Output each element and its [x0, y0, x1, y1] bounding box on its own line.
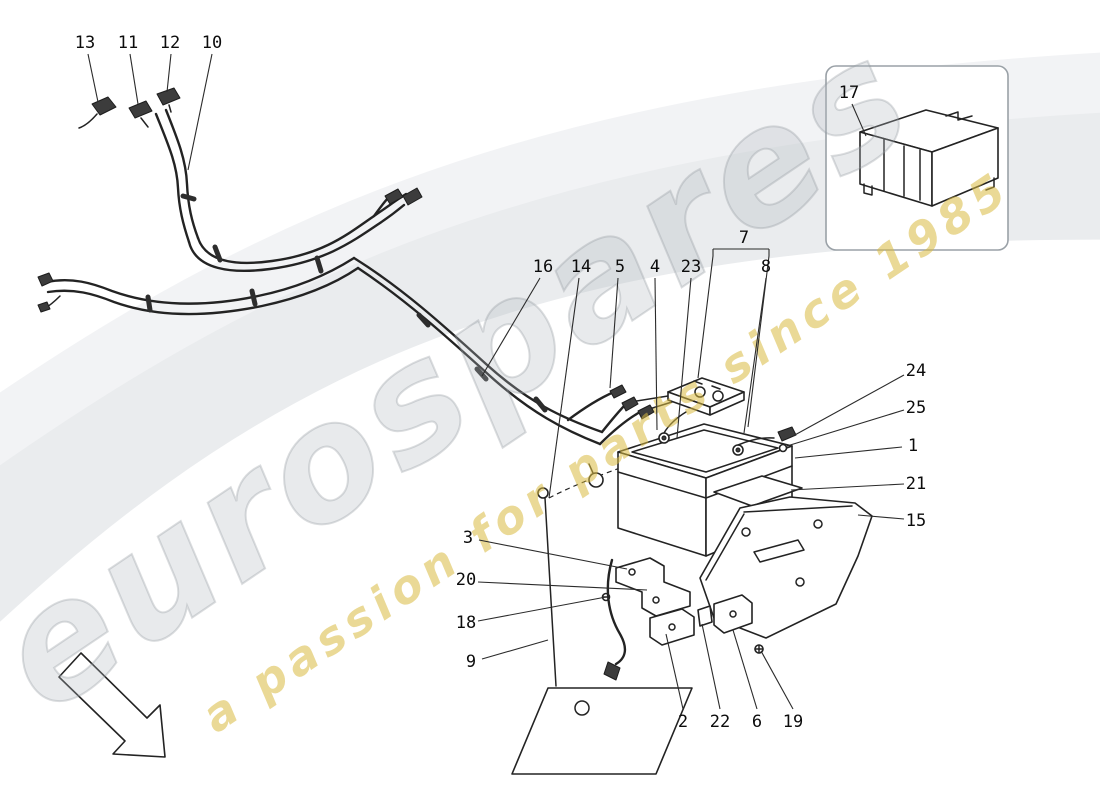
leader-line-12 [166, 53, 172, 93]
callout-6: 6 [752, 712, 762, 732]
callout-14: 14 [571, 257, 591, 277]
battery-terminals [658, 411, 775, 456]
leader-line-15 [857, 514, 905, 520]
leader-line-21 [790, 483, 905, 491]
harness-end-connectors [37, 187, 423, 313]
callout-1: 1 [908, 436, 918, 456]
callout-24: 24 [906, 361, 926, 381]
callout-17: 17 [839, 83, 859, 103]
callout-8: 8 [761, 257, 771, 277]
leader-line-23 [676, 277, 692, 439]
leader-line-6 [732, 629, 758, 710]
leader-line-22 [701, 623, 721, 710]
callout-11: 11 [118, 33, 138, 53]
callout-3: 3 [463, 528, 473, 548]
callout-9: 9 [466, 652, 476, 672]
callout-25: 25 [906, 398, 926, 418]
leader-line-4 [654, 277, 658, 431]
cable-loop-hook [588, 472, 604, 488]
leader-line-2 [665, 633, 684, 710]
callout-22: 22 [710, 712, 730, 732]
connector-12 [156, 87, 181, 113]
callout-23: 23 [681, 257, 701, 277]
leader-line-25 [786, 409, 905, 447]
leader-line-14 [548, 277, 580, 499]
leader-line-5 [609, 277, 619, 389]
cover-panel [511, 687, 693, 775]
callout-5: 5 [615, 257, 625, 277]
clamp-bracket [615, 557, 691, 617]
fuse-box [667, 377, 745, 416]
callout-10: 10 [202, 33, 222, 53]
callout-16: 16 [533, 257, 553, 277]
direction-arrow [58, 652, 166, 758]
leader-line-9 [481, 639, 549, 660]
leader-line-19 [760, 650, 794, 710]
callout-2: 2 [678, 712, 688, 732]
connector-11 [128, 100, 153, 128]
callout-13: 13 [75, 33, 95, 53]
callout-19: 19 [783, 712, 803, 732]
callout-15: 15 [906, 511, 926, 531]
harness-cables [44, 108, 604, 446]
leader-line-11 [129, 53, 139, 105]
bracket-2 [649, 608, 695, 646]
leader-line-7 [697, 249, 714, 379]
hold-down-rod [537, 487, 557, 687]
leader-line-13 [87, 53, 99, 103]
callout-21: 21 [906, 474, 926, 494]
leader-line-16 [481, 277, 541, 377]
callout-18: 18 [456, 613, 476, 633]
tray-tongue [713, 475, 803, 507]
leader-line-8 [743, 277, 767, 434]
battery-cover [859, 109, 999, 207]
inset-box [825, 65, 1009, 251]
callout-20: 20 [456, 570, 476, 590]
leader-line-1 [794, 446, 903, 459]
leader-line-20 [477, 581, 648, 591]
fasteners-24-25 [777, 426, 797, 453]
leader-line-24 [792, 374, 905, 437]
leader-line-3 [478, 539, 628, 570]
leader-line-17 [851, 103, 867, 137]
leader-line-18 [477, 596, 607, 622]
leader-line-10 [187, 53, 213, 171]
bracket-6 [713, 594, 753, 634]
leader-line-7 [747, 249, 770, 428]
spacer-22 [697, 605, 713, 627]
cable-clips [145, 193, 548, 413]
callout-7: 7 [739, 228, 749, 248]
wiring-harness [37, 87, 604, 446]
callout-4: 4 [650, 257, 660, 277]
callout-12: 12 [160, 33, 180, 53]
